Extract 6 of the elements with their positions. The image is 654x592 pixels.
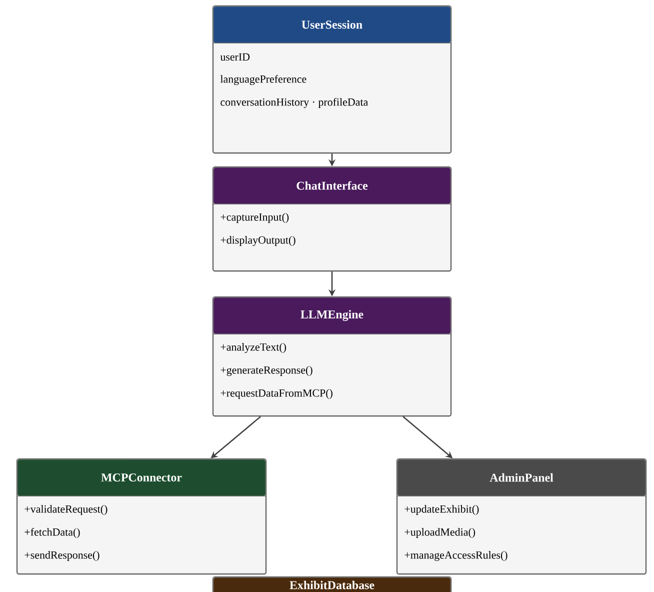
class-box: UserSession userID languagePreference conversationHistory · profileData	[212, 5, 452, 154]
class-box: AdminPanel +updateExhibit() +uploadMedia() +manageAccessRules()	[396, 458, 647, 575]
class-box: MCPConnector +validateRequest() +fetchData() +sendResponse()	[16, 458, 267, 575]
class-box: ChatInterface +captureInput() +displayOutput()	[212, 166, 452, 272]
class-box: ExhibitDatabase	[212, 576, 452, 592]
class-box: LLMEngine +analyzeText() +generateResponse() +requestDataFromMCP()	[212, 296, 452, 417]
